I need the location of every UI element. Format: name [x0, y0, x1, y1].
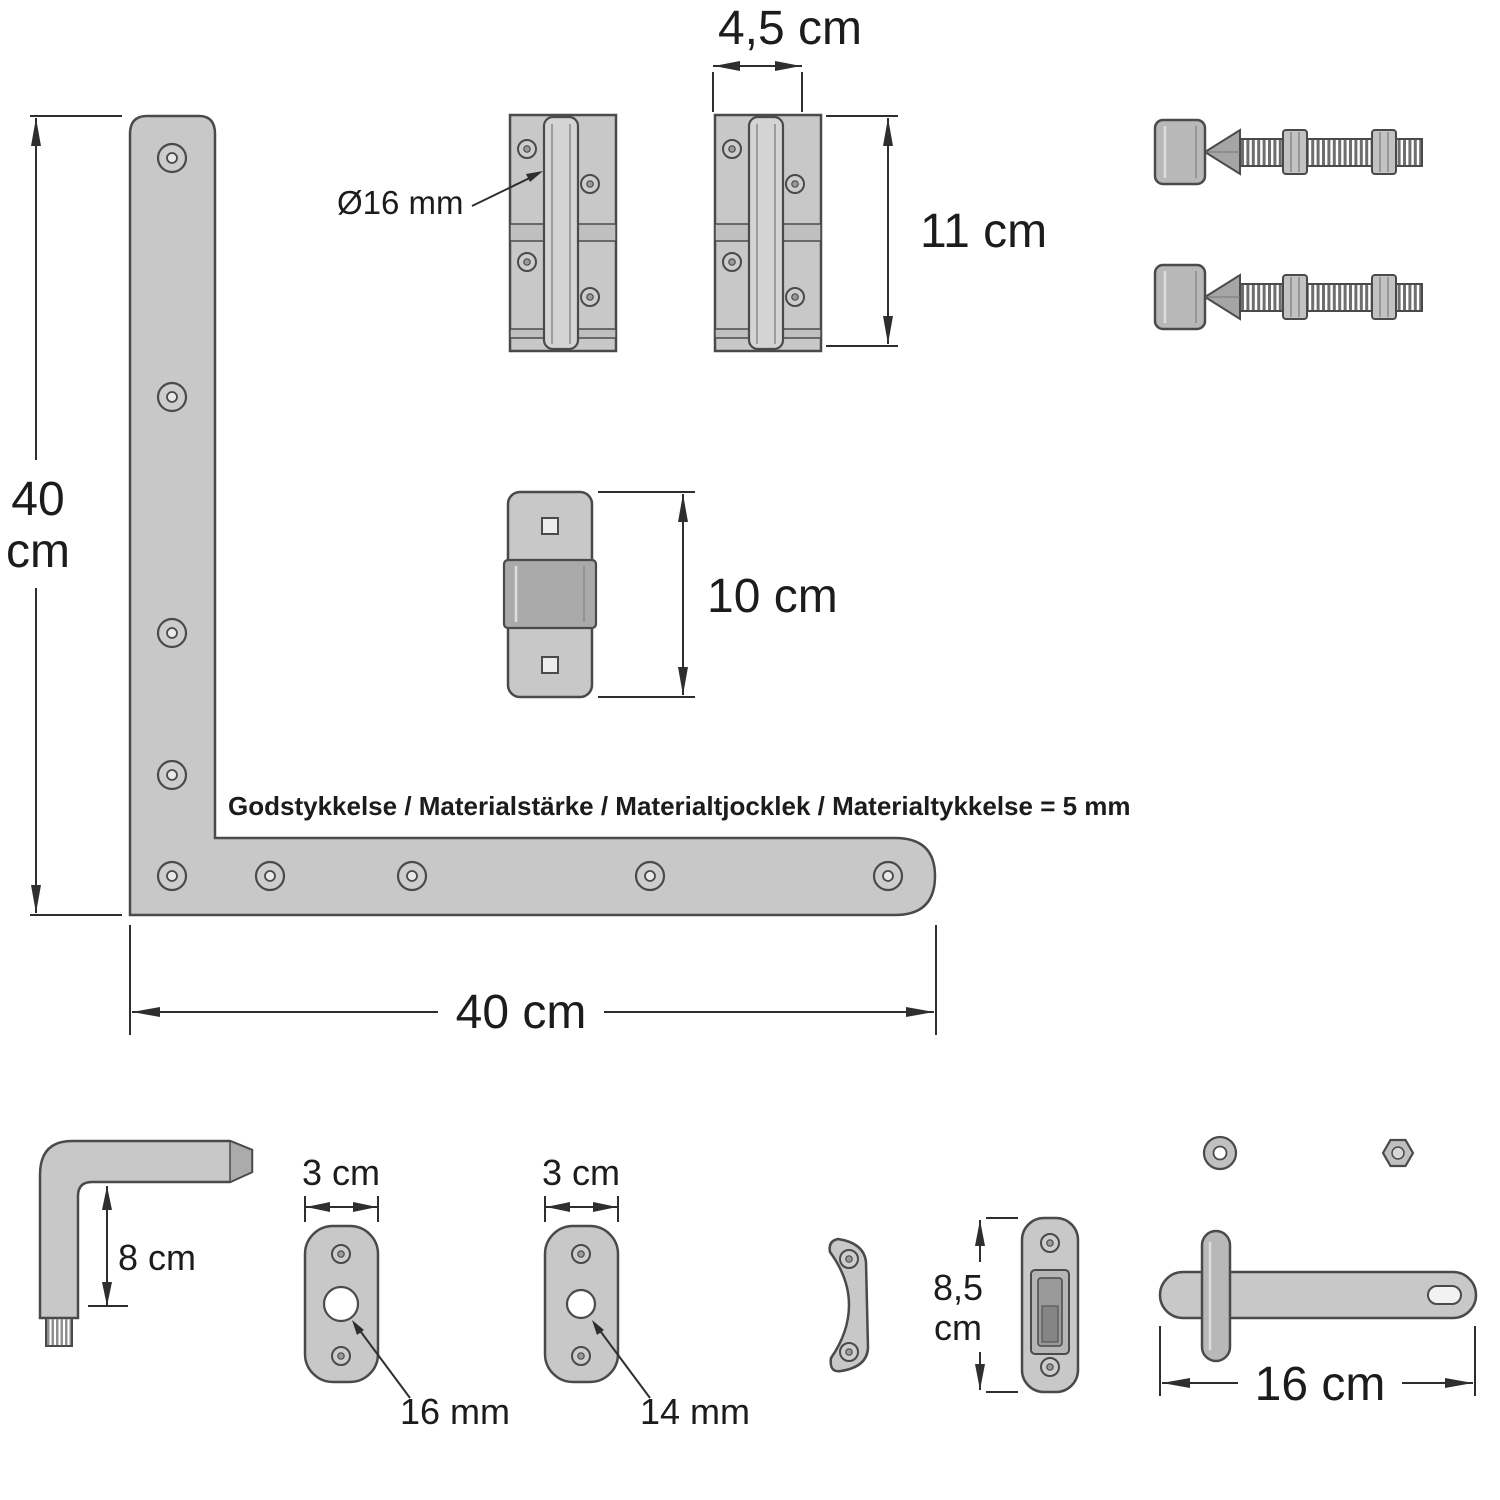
callout-14mm: 14 mm — [592, 1320, 750, 1432]
screw — [1040, 1357, 1060, 1377]
screw — [839, 1249, 859, 1269]
center-hinge-keeper — [502, 490, 598, 699]
dim-11cm: 11 cm — [826, 115, 1047, 347]
mounting-plate-16mm — [303, 1224, 380, 1384]
callout-16mm: 16 mm — [352, 1320, 510, 1432]
adjustable-hinge-bolt-2 — [1153, 263, 1423, 331]
screw — [722, 252, 742, 272]
dim-4-5cm: 4,5 cm — [712, 2, 862, 112]
dim-d16mm-label: Ø16 mm — [337, 184, 464, 221]
rivet — [156, 860, 188, 892]
dim-3cm-left-label: 3 cm — [302, 1152, 380, 1193]
dim-40cm-horizontal-label: 40 cm — [456, 986, 587, 1039]
dim-3cm-right-label: 3 cm — [542, 1152, 620, 1193]
rivet — [156, 381, 188, 413]
screw — [580, 287, 600, 307]
dim-8-5cm-value: 8,5 — [933, 1267, 983, 1308]
dim-3cm-left: 3 cm — [302, 1152, 380, 1222]
screw — [722, 139, 742, 159]
dim-16mm-label: 16 mm — [400, 1391, 510, 1432]
latch-keeper — [1020, 1216, 1080, 1394]
material-thickness-note: Godstykkelse / Materialstärke / Material… — [228, 791, 1131, 821]
rivet — [872, 860, 904, 892]
dim-14mm-label: 14 mm — [640, 1391, 750, 1432]
rivet — [396, 860, 428, 892]
dim-8-5cm-unit: cm — [934, 1307, 982, 1348]
dim-40cm-vertical-unit: cm — [6, 525, 70, 578]
screw — [785, 174, 805, 194]
screw — [839, 1342, 859, 1362]
screw — [517, 252, 537, 272]
screw — [331, 1346, 351, 1366]
hinge-plate-left — [508, 113, 618, 353]
dim-3cm-right: 3 cm — [542, 1152, 620, 1222]
latch-bar — [1158, 1229, 1478, 1363]
screw — [571, 1346, 591, 1366]
rivet — [156, 142, 188, 174]
dim-8cm: 8 cm — [88, 1186, 196, 1307]
dim-40cm-horizontal: 40 cm — [129, 925, 937, 1039]
hex-nut — [1381, 1138, 1415, 1168]
screw — [331, 1244, 351, 1264]
latch-catch — [828, 1237, 870, 1373]
screw — [1040, 1233, 1060, 1253]
dim-8-5cm: 8,5 cm — [933, 1217, 1018, 1393]
dim-8cm-label: 8 cm — [118, 1237, 196, 1278]
dim-4-5cm-label: 4,5 cm — [718, 2, 862, 55]
dim-40cm-vertical: 40 cm — [6, 115, 122, 916]
screw — [571, 1244, 591, 1264]
rivet — [634, 860, 666, 892]
dim-10cm-label: 10 cm — [707, 570, 838, 623]
washer — [1202, 1135, 1238, 1171]
screw — [580, 174, 600, 194]
mounting-plate-14mm — [543, 1224, 620, 1384]
dim-16cm-label: 16 cm — [1255, 1358, 1386, 1411]
screw — [785, 287, 805, 307]
dim-11cm-label: 11 cm — [920, 205, 1047, 258]
rivet — [254, 860, 286, 892]
dim-40cm-vertical-value: 40 — [11, 473, 64, 526]
hinge-plate-right — [713, 113, 823, 353]
barrel-diameter-callout: Ø16 mm — [337, 171, 543, 221]
screw — [517, 139, 537, 159]
rivet — [156, 617, 188, 649]
rivet — [156, 759, 188, 791]
adjustable-hinge-bolt-1 — [1153, 118, 1423, 186]
dim-16cm: 16 cm — [1159, 1326, 1476, 1411]
dim-10cm: 10 cm — [598, 491, 838, 698]
corner-hinge-bracket — [128, 114, 937, 917]
l-shaped-hinge-pin — [38, 1139, 254, 1347]
